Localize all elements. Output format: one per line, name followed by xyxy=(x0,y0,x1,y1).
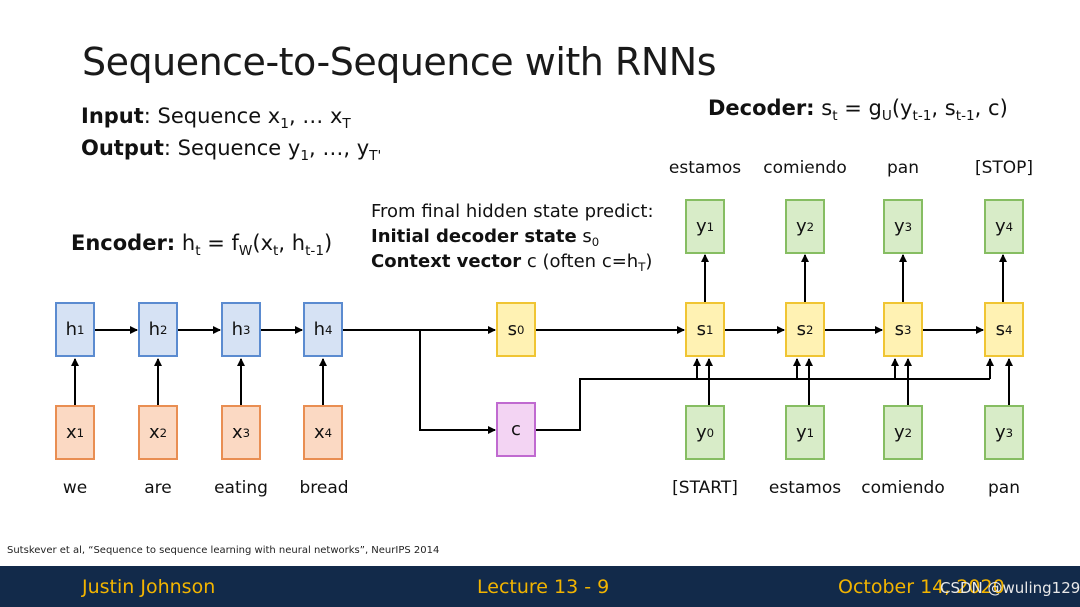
decoder-output-word: estamos xyxy=(668,158,742,178)
output-line: Output: Sequence y1, …, yT' xyxy=(81,136,382,164)
watermark: CSDN @wuling129 xyxy=(940,579,1080,597)
decoder-equation: Decoder: st = gU(yt-1, st-1, c) xyxy=(708,96,1008,124)
input-line: Input: Sequence x1, … xT xyxy=(81,104,351,132)
encoder-word: bread xyxy=(299,478,349,498)
footer-bar xyxy=(0,566,1080,607)
footer-author: Justin Johnson xyxy=(82,576,216,598)
decoder-output-word: pan xyxy=(887,158,919,178)
decoder-input-word: pan xyxy=(988,478,1020,498)
slide-title: Sequence-to-Sequence with RNNs xyxy=(82,40,717,84)
prediction-note: From final hidden state predict: Initial… xyxy=(371,201,654,275)
context-vector-box: c xyxy=(496,402,536,457)
input-label: Input xyxy=(81,104,144,128)
encoder-word: we xyxy=(62,478,88,498)
decoder-output-word: [STOP] xyxy=(974,158,1034,178)
output-label: Output xyxy=(81,136,164,160)
citation: Sutskever et al, “Sequence to sequence l… xyxy=(7,545,440,556)
footer-date: October 14, 2020 xyxy=(838,576,1005,598)
decoder-input-word: [START] xyxy=(672,478,738,498)
encoder-word: eating xyxy=(214,478,268,498)
decoder-output-word: comiendo xyxy=(763,158,847,178)
decoder-input-word: comiendo xyxy=(861,478,945,498)
footer-lecture: Lecture 13 - 9 xyxy=(477,576,610,598)
decoder-input-word: estamos xyxy=(768,478,842,498)
encoder-word: are xyxy=(144,478,172,498)
encoder-equation: Encoder: ht = fW(xt, ht-1) xyxy=(71,231,333,259)
